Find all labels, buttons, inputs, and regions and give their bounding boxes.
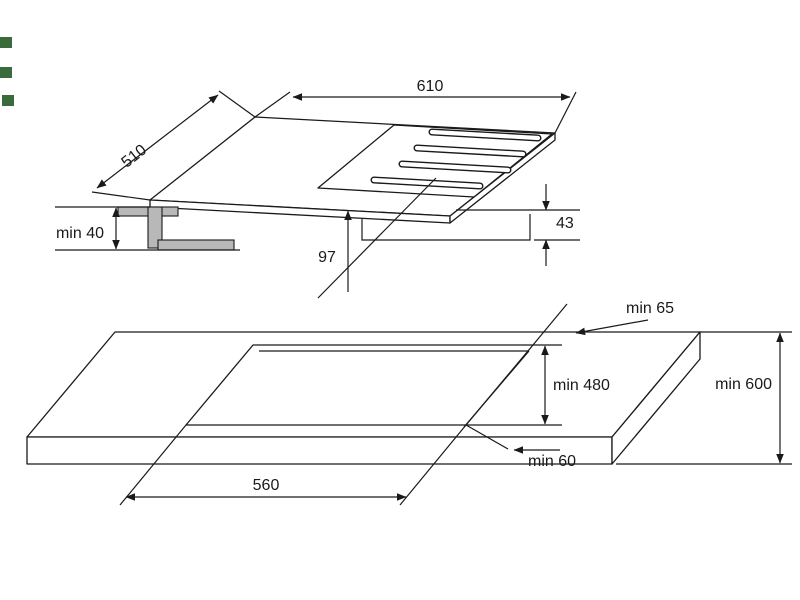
extension-line: [532, 303, 568, 346]
dimension-label-97: 97: [318, 249, 336, 266]
dimension-height-43: 43: [456, 184, 580, 266]
edge-mark: [0, 67, 12, 78]
extension-line: [254, 91, 291, 118]
extension-line: [119, 424, 187, 506]
dimension-label-560: 560: [253, 477, 280, 494]
hob-top-view: [117, 116, 556, 251]
burner-grate: [317, 124, 553, 198]
profile-web: [147, 206, 163, 249]
extension-line: [399, 424, 467, 506]
worktop-right-face: [611, 331, 701, 465]
dimension-cutout-depth-480: min 480: [466, 344, 610, 426]
edge-mark: [0, 37, 12, 48]
grate-bar-3-inner: [399, 161, 511, 173]
cutout-inner-edge: [463, 350, 530, 428]
dimension-min-40: min 40: [55, 206, 240, 251]
worktop-cutout-view: [26, 331, 701, 465]
dimension-cutout-width-560: 560: [119, 424, 467, 506]
dimension-label-min-40: min 40: [56, 225, 104, 242]
profile-foot: [157, 239, 235, 251]
dimension-line: [96, 94, 219, 189]
burner-box-underside: [361, 214, 531, 241]
grate-bar-4-inner: [371, 177, 483, 189]
extension-line: [554, 91, 577, 134]
edge-profile-section: [117, 206, 235, 251]
grate-bar-2-inner: [414, 145, 526, 157]
extension-line: [218, 90, 256, 118]
dimension-burner-offset-97: 97: [317, 177, 437, 299]
dimension-label-610: 610: [417, 78, 444, 95]
dimension-label-510: 510: [118, 141, 150, 171]
arrow-leader: [575, 319, 649, 336]
dimension-rear-gap-65: min 65: [532, 300, 674, 346]
dimension-width-610: 610: [254, 78, 577, 134]
dimension-label-min-60: min 60: [528, 453, 576, 470]
grate-bar-1-inner: [429, 129, 541, 141]
dimension-label-43: 43: [556, 215, 574, 232]
leader-line: [317, 177, 437, 299]
extension-line: [465, 424, 509, 450]
edge-artifact-marks: [0, 37, 14, 106]
dimension-front-gap-60: min 60: [465, 424, 576, 470]
edge-mark: [2, 95, 14, 106]
extension-line: [91, 191, 151, 201]
dimension-label-min-65: min 65: [626, 300, 674, 317]
dimension-label-min-600: min 600: [715, 376, 772, 393]
dimension-label-min-480: min 480: [553, 377, 610, 394]
dimension-counter-depth-600: min 600: [616, 331, 792, 465]
